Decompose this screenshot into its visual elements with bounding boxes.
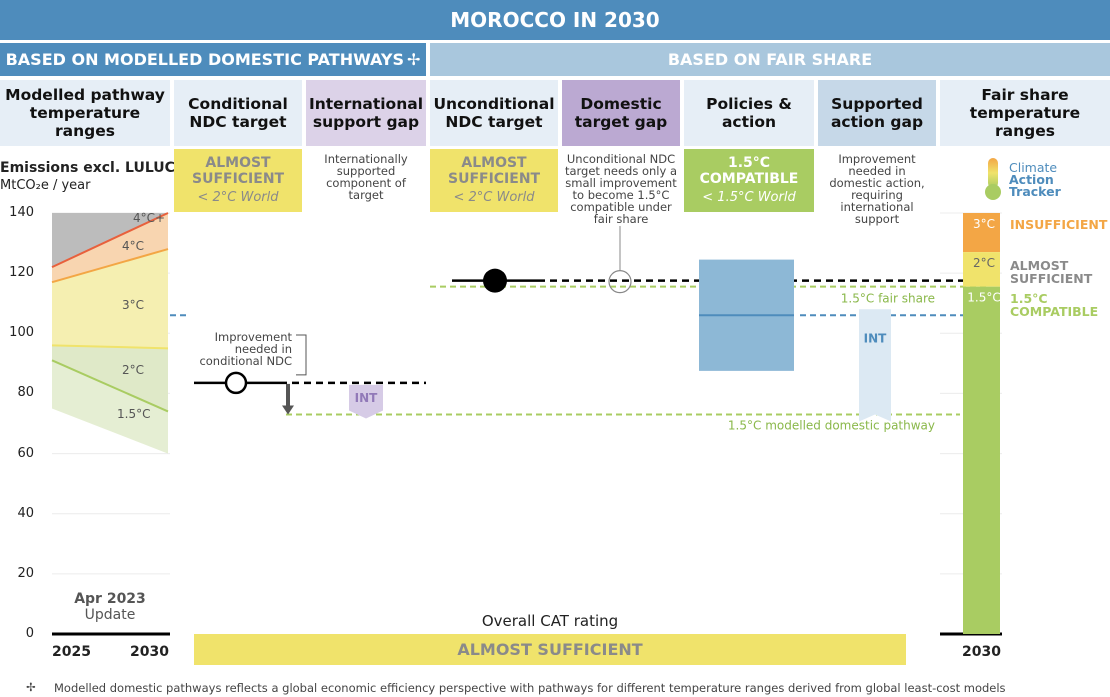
col-conditional-ndc: Conditional NDC target	[174, 80, 302, 146]
int-blue-arrow	[859, 309, 891, 422]
rating-conditional: ALMOST SUFFICIENT < 2°C World	[174, 149, 302, 212]
x-label-2025: 2025	[52, 644, 91, 660]
fair-line-annotation: 1.5°C fair share	[841, 292, 935, 306]
rating-unconditional: ALMOST SUFFICIENT < 2°C World	[430, 149, 558, 212]
int-purple-label: INT	[355, 391, 379, 405]
col-supported-gap: Supported action gap	[818, 80, 936, 146]
thermometer-bulb-icon	[985, 184, 1001, 200]
y-axis-label: Emissions excl. LULUCF	[0, 160, 185, 176]
y-axis-unit: MtCO₂e / year	[0, 178, 91, 193]
fair-label-insufficient: INSUFFICIENT	[1010, 217, 1108, 232]
y-tick-120: 120	[9, 265, 34, 281]
rating-unconditional-sub: < 2°C World	[453, 190, 535, 205]
fair-bar-label-15C: 1.5°C	[967, 291, 1000, 305]
col-policies: Policies & action	[684, 80, 814, 146]
footnote: Modelled domestic pathways reflects a gl…	[54, 681, 1006, 695]
footnote-mark-icon: ✢	[406, 50, 421, 69]
y-tick-40: 40	[17, 505, 34, 521]
fair-bar-2C	[963, 252, 1000, 287]
band-3C	[52, 213, 168, 283]
band-label-2: 3°C	[122, 298, 144, 312]
improvement-bracket	[296, 334, 307, 376]
x-label-2030: 2030	[130, 644, 169, 660]
section-header-modelled: BASED ON MODELLED DOMESTIC PATHWAYS✢	[0, 43, 426, 76]
note-intl: Internationally supported component of t…	[324, 152, 408, 202]
logo: Climate Action Tracker	[1009, 160, 1061, 199]
band-label-0: 4°C+	[133, 211, 165, 225]
y-tick-60: 60	[17, 445, 34, 461]
band-boundary-1	[51, 248, 169, 284]
note-supported: Improvement needed in domestic action, r…	[829, 152, 925, 226]
unconditional-ndc-marker	[483, 268, 507, 293]
update-date: Apr 2023	[74, 591, 146, 607]
col-unconditional-ndc: Unconditional NDC target	[430, 80, 558, 146]
improvement-arrow-head	[282, 405, 294, 415]
fair-label-compat-2: COMPATIBLE	[1010, 304, 1099, 319]
fair-label-almost: ALMOST SUFFICIENT	[1010, 259, 1092, 285]
fair-label-almost-1: ALMOST	[1010, 258, 1069, 273]
fair-label-compat-1: 1.5°C	[1010, 291, 1048, 306]
band-below15C	[52, 360, 168, 454]
note-improvement: Improvement needed in conditional NDC	[199, 330, 292, 368]
col-domestic-gap: Domestic target gap	[562, 80, 680, 146]
band-15C	[52, 345, 168, 412]
rating-policies-sub: < 1.5°C World	[702, 190, 796, 205]
rating-policies: 1.5°C COMPATIBLE < 1.5°C World	[684, 149, 814, 212]
x-label-fair-2030: 2030	[962, 644, 1001, 660]
band-label-1: 4°C	[122, 239, 144, 253]
logo-line1: Climate	[1009, 160, 1058, 175]
rating-conditional-label: ALMOST SUFFICIENT	[192, 155, 285, 187]
rating-unconditional-label: ALMOST SUFFICIENT	[448, 155, 541, 187]
col-intl-support-gap: International support gap	[306, 80, 426, 146]
int-blue-label: INT	[864, 331, 888, 345]
fair-label-almost-2: SUFFICIENT	[1010, 271, 1093, 286]
logo-line3: Tracker	[1009, 184, 1061, 199]
update-label: Update	[84, 607, 136, 623]
fair-bar-label-2C: 2°C	[973, 256, 995, 270]
y-tick-100: 100	[9, 325, 34, 341]
thermometer-icon	[988, 158, 998, 188]
band-boundary-2	[51, 344, 169, 350]
band-label-3: 2°C	[122, 363, 144, 377]
col-modelled-pathway: Modelled pathway temperature ranges	[0, 80, 170, 146]
note-domestic: Unconditional NDC target needs only a sm…	[564, 152, 678, 226]
fair-bar-3C	[963, 213, 1000, 253]
rating-policies-label: 1.5°C COMPATIBLE	[699, 155, 799, 187]
overall-rating: ALMOST SUFFICIENT	[194, 634, 906, 665]
y-tick-80: 80	[17, 385, 34, 401]
int-purple-arrow	[349, 384, 383, 419]
band-boundary-3	[51, 359, 169, 413]
y-tick-20: 20	[17, 565, 34, 581]
logo-line2: Action	[1009, 172, 1054, 187]
fair-bar-label-3C: 3°C	[973, 217, 995, 231]
y-tick-140: 140	[9, 205, 34, 220]
section-modelled-label: BASED ON MODELLED DOMESTIC PATHWAYS	[5, 50, 404, 69]
col-fair-share: Fair share temperature ranges	[940, 80, 1110, 146]
rating-conditional-sub: < 2°C World	[197, 190, 279, 205]
fair-label-compatible: 1.5°C COMPATIBLE	[1010, 292, 1098, 318]
fair-bar-15C	[963, 286, 1000, 634]
modelled-line-annotation: 1.5°C modelled domestic pathway	[728, 418, 935, 432]
footnote-icon: ✢	[26, 680, 36, 694]
overall-label: Overall CAT rating	[481, 612, 619, 630]
band-label-4: 1.5°C	[117, 407, 150, 421]
page-title: MOROCCO IN 2030	[0, 0, 1110, 40]
y-tick-0: 0	[25, 626, 34, 641]
band-boundary-0	[51, 212, 169, 269]
section-header-fair: BASED ON FAIR SHARE	[430, 43, 1110, 76]
conditional-ndc-marker	[224, 371, 248, 395]
